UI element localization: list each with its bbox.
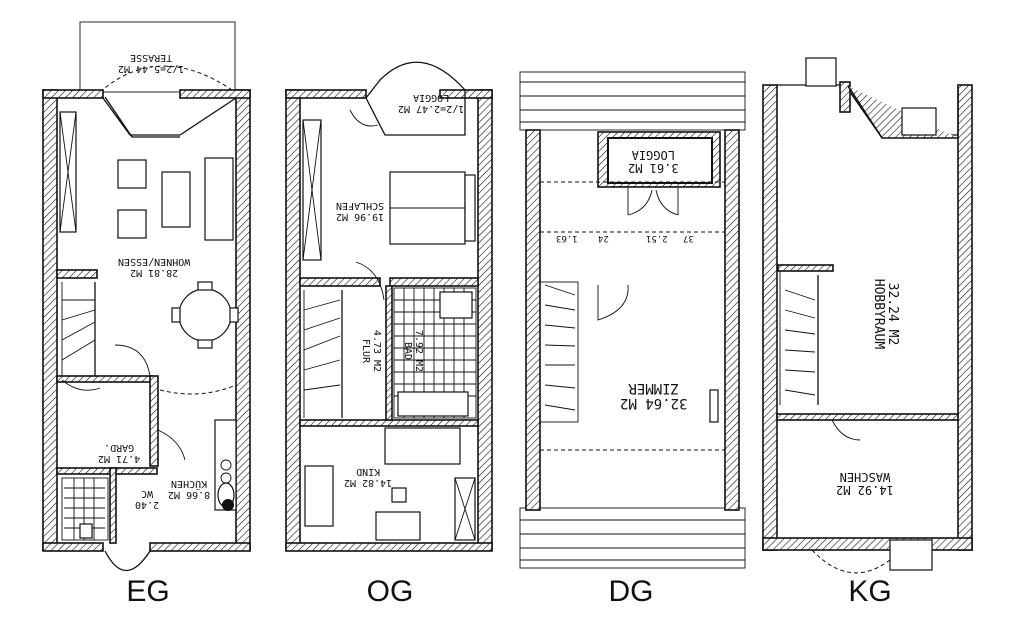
eg-entry-arc [104,550,151,571]
eg-stairs [61,282,96,376]
dining-table [178,288,232,342]
terrace-outline [79,21,236,93]
dg-roof-top [519,71,746,131]
kg-window-top-right [901,107,937,136]
plan-eg [42,21,251,571]
dg-loggia [607,137,713,184]
dim-label-4: 24 [598,233,609,243]
kg-stairs [779,270,816,405]
wall-left [42,89,58,551]
floor-label-eg: EG [126,575,170,608]
floor-label-dg: DG [608,575,654,608]
kg-window-bottom [889,539,933,571]
floor-label-kg: KG [848,575,892,608]
og-bathtub [397,391,469,417]
terrace-arc [99,65,236,93]
dim-label-2: 2.51 [646,233,668,243]
dim-label-3: 37 [683,233,694,243]
og-loggia-outline [365,61,466,136]
dg-roof-bottom [519,507,746,569]
plan-kg [762,57,973,574]
plan-dg [519,71,746,569]
floor-label-og: OG [366,575,414,608]
plan-og [285,61,493,552]
dg-stairs [544,284,576,411]
dim-label-1: 1.63 [556,233,578,243]
og-stairs [303,290,341,418]
kg-window-top-left [805,57,837,87]
